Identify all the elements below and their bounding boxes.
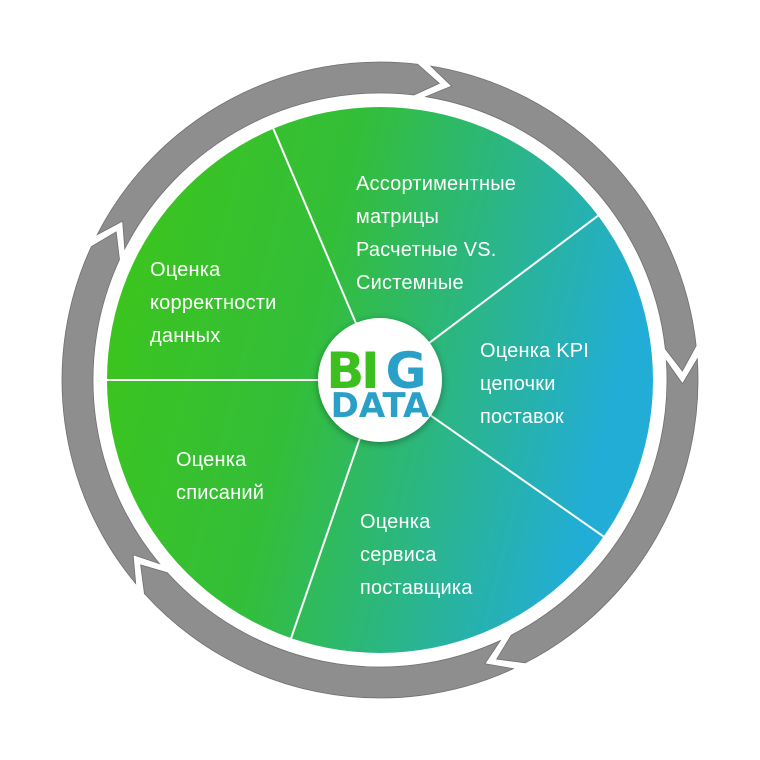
segment-divider — [427, 214, 599, 345]
outer-cycle-ring — [61, 61, 699, 699]
segment-dividers — [107, 128, 605, 639]
ring-arrow-segment — [140, 564, 515, 699]
segment-divider — [272, 128, 358, 326]
segment-label-kpi: Оценка KPI цепочки поставок — [480, 340, 595, 428]
segment-label-supplier-service: Оценка сервиса поставщика — [360, 511, 473, 599]
segment-label-data-correctness: Оценка корректности данных — [150, 259, 282, 347]
ring-arrow-segment — [61, 231, 161, 585]
ring-arrow-segment — [424, 65, 697, 372]
segment-divider — [428, 413, 605, 538]
big-data-logo-text: B I G DATA — [326, 342, 430, 426]
big-data-logo — [318, 318, 442, 442]
segment-divider — [290, 436, 362, 639]
ring-arrow-segment — [496, 357, 699, 664]
ring-arrow-segment — [96, 61, 440, 251]
logo-word-data: DATA — [331, 386, 430, 426]
logo-word-big: B I G — [326, 342, 426, 400]
logo-circle — [318, 318, 442, 442]
segment-label-assortment: Ассортиментные матрицы Расчетные VS. Сис… — [356, 173, 522, 294]
segment-label-writeoffs: Оценка списаний — [176, 449, 264, 504]
